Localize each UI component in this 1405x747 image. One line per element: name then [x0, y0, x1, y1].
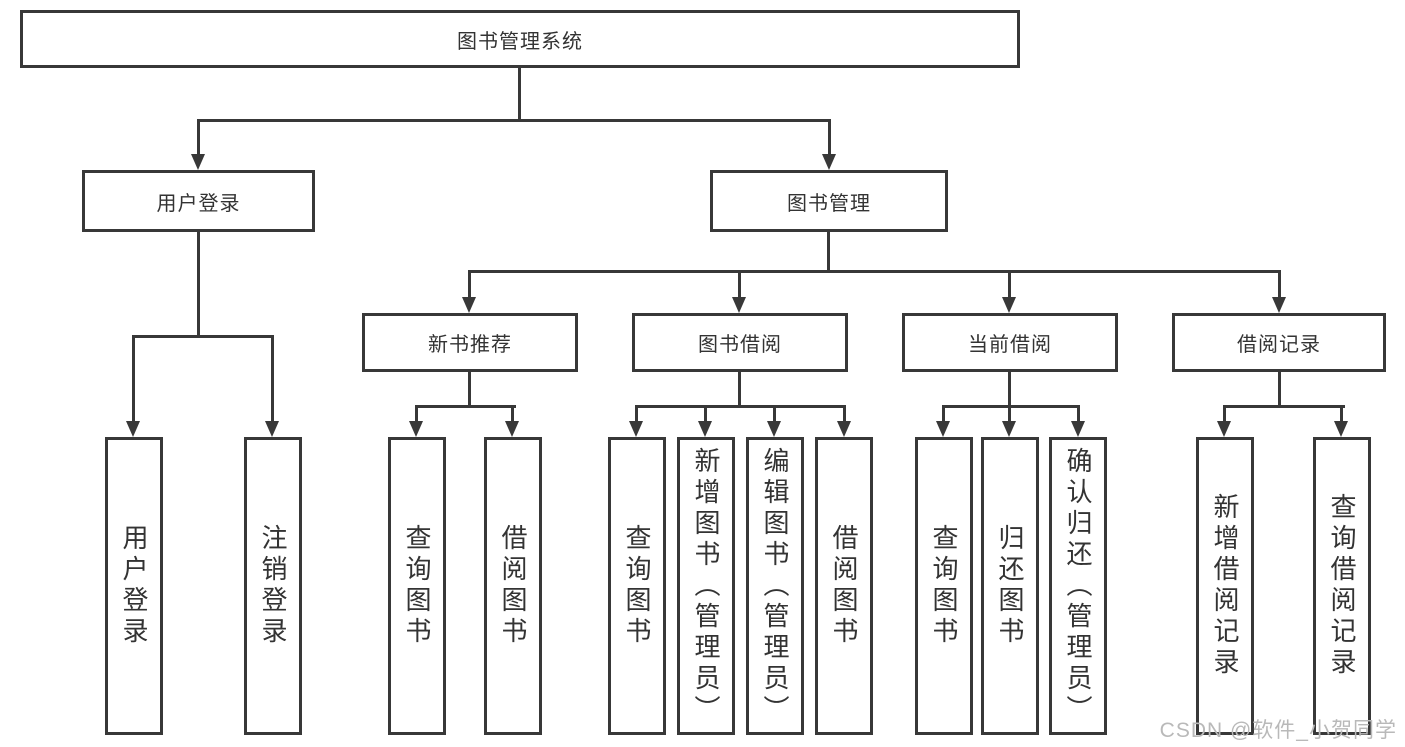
node-borrow-records: 借阅记录 [1172, 313, 1386, 372]
connector-user-login-stem [197, 232, 200, 338]
node-current-borrow-label: 当前借阅 [968, 334, 1052, 356]
connector-book-borrow-bar [635, 405, 846, 408]
leaf-query-books-recommend: 查询图书 [388, 437, 446, 735]
arrow-confirm-return [1071, 421, 1085, 437]
leaf-add-borrow-record: 新增借阅记录 [1196, 437, 1254, 735]
connector-records-bar [1223, 405, 1345, 408]
leaf-edit-books-admin: 编辑图书（管理员） [746, 437, 804, 735]
leaf-query-books-current: 查询图书 [915, 437, 973, 735]
leaf-query-books-current-label: 查询图书 [929, 524, 959, 648]
connector-book-borrow-stem [738, 372, 741, 408]
connector-drop-book-management [828, 119, 831, 157]
watermark: CSDN @软件_小贺同学 [1159, 719, 1397, 742]
leaf-user-login: 用户登录 [105, 437, 163, 735]
connector-drop-edit-books [773, 405, 776, 425]
arrow-borrow-records [1272, 297, 1286, 313]
leaf-add-books-admin-label: 新增图书（管理员） [691, 446, 721, 726]
leaf-borrow-books-label: 借阅图书 [829, 524, 859, 648]
leaf-query-borrow-record: 查询借阅记录 [1313, 437, 1371, 735]
connector-recommend-bar [415, 405, 516, 408]
leaf-add-borrow-record-label: 新增借阅记录 [1210, 493, 1240, 679]
connector-recommend-stem [468, 372, 471, 408]
connector-drop-user-login [197, 119, 200, 157]
leaf-borrow-books-recommend-label: 借阅图书 [498, 524, 528, 648]
connector-current-stem [1008, 372, 1011, 408]
leaf-return-books: 归还图书 [981, 437, 1039, 735]
node-new-book-recommend: 新书推荐 [362, 313, 578, 372]
arrow-borrow-books [837, 421, 851, 437]
leaf-borrow-books: 借阅图书 [815, 437, 873, 735]
connector-book-management-bar [468, 270, 1281, 273]
connector-drop-borrow-recommend [511, 405, 514, 425]
connector-drop-user-login-leaf [132, 335, 135, 425]
arrow-current-borrow [1002, 297, 1016, 313]
node-root-label: 图书管理系统 [457, 30, 583, 53]
connector-drop-query-record [1340, 405, 1343, 425]
leaf-query-borrow-record-label: 查询借阅记录 [1327, 493, 1357, 679]
leaf-query-books-borrow: 查询图书 [608, 437, 666, 735]
connector-drop-borrow-records [1278, 270, 1281, 300]
leaf-logout: 注销登录 [244, 437, 302, 735]
connector-drop-return-books [1008, 405, 1011, 425]
leaf-return-books-label: 归还图书 [995, 524, 1025, 648]
connector-drop-add-record [1223, 405, 1226, 425]
arrow-query-current [936, 421, 950, 437]
node-current-borrow: 当前借阅 [902, 313, 1118, 372]
connector-drop-confirm-return [1077, 405, 1080, 425]
connector-user-login-bar [132, 335, 274, 338]
connector-book-management-stem [827, 232, 830, 273]
connector-drop-logout [271, 335, 274, 425]
connector-root-stem [518, 68, 521, 122]
arrow-user-login [191, 154, 205, 170]
connector-drop-borrow-books [843, 405, 846, 425]
leaf-add-books-admin: 新增图书（管理员） [677, 437, 735, 735]
arrow-add-record [1217, 421, 1231, 437]
node-book-borrow: 图书借阅 [632, 313, 848, 372]
leaf-query-books-recommend-label: 查询图书 [402, 524, 432, 648]
node-root: 图书管理系统 [20, 10, 1020, 68]
arrow-query-recommend [409, 421, 423, 437]
arrow-query-record [1334, 421, 1348, 437]
arrow-user-login-leaf [126, 421, 140, 437]
node-user-login: 用户登录 [82, 170, 315, 232]
connector-drop-query-recommend [415, 405, 418, 425]
node-borrow-records-label: 借阅记录 [1237, 334, 1321, 356]
arrow-book-borrow [732, 297, 746, 313]
connector-root-bar [197, 119, 831, 122]
arrow-query-borrow [629, 421, 643, 437]
node-user-login-label: 用户登录 [156, 192, 241, 215]
node-book-management-label: 图书管理 [787, 192, 871, 215]
arrow-return-books [1002, 421, 1016, 437]
connector-drop-current-borrow [1008, 270, 1011, 300]
arrow-add-books [698, 421, 712, 437]
arrow-book-management [822, 154, 836, 170]
leaf-edit-books-admin-label: 编辑图书（管理员） [760, 446, 790, 726]
leaf-user-login-label: 用户登录 [119, 524, 149, 648]
arrow-borrow-recommend [505, 421, 519, 437]
connector-records-stem [1278, 372, 1281, 408]
connector-drop-book-borrow [738, 270, 741, 300]
leaf-confirm-return-admin: 确认归还（管理员） [1049, 437, 1107, 735]
leaf-confirm-return-admin-label: 确认归还（管理员） [1063, 446, 1093, 726]
arrow-edit-books [767, 421, 781, 437]
node-book-management: 图书管理 [710, 170, 948, 232]
arrow-logout [265, 421, 279, 437]
leaf-query-books-borrow-label: 查询图书 [622, 524, 652, 648]
connector-drop-query-borrow [635, 405, 638, 425]
leaf-borrow-books-recommend: 借阅图书 [484, 437, 542, 735]
arrow-new-book-recommend [462, 297, 476, 313]
connector-drop-add-books [704, 405, 707, 425]
connector-current-bar [942, 405, 1080, 408]
connector-drop-query-current [942, 405, 945, 425]
connector-drop-new-book-recommend [468, 270, 471, 300]
node-new-book-recommend-label: 新书推荐 [428, 334, 512, 356]
node-book-borrow-label: 图书借阅 [698, 334, 782, 356]
leaf-logout-label: 注销登录 [258, 524, 288, 648]
